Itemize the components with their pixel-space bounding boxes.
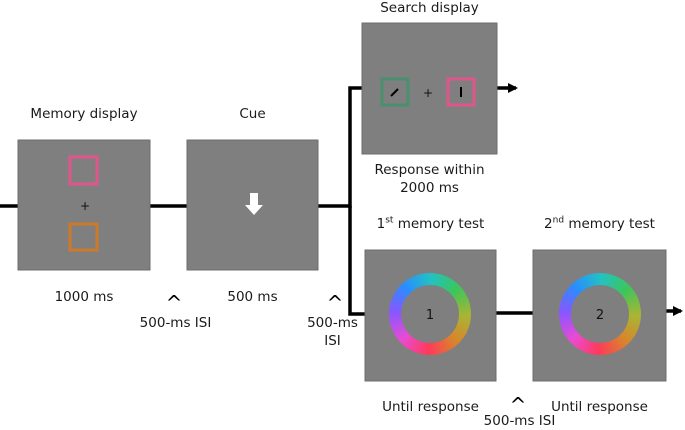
cue-title: Cue <box>239 106 266 122</box>
timeline-branch-lower <box>348 206 365 316</box>
down-arrow-icon <box>245 193 263 215</box>
isi-label-1: 500-ms ISI <box>139 315 212 331</box>
memory-test-2-title: 2nd memory test <box>544 215 655 232</box>
memory-fixation-cross: + <box>80 199 90 213</box>
cue-panel <box>186 139 319 271</box>
isi-label-2-line1: 500-ms <box>307 315 358 331</box>
memory-display-title: Memory display <box>30 106 138 122</box>
isi-marker-2: ^ <box>327 291 344 315</box>
search-display-title: Search display <box>380 0 479 16</box>
search-right-square <box>446 77 476 107</box>
memory-bottom-square <box>68 222 99 252</box>
memory-test-1-panel: 1 <box>364 249 497 382</box>
search-response-line1: Response within <box>374 162 485 178</box>
isi-label-2-line2: ISI <box>324 333 341 349</box>
search-tilted-line <box>390 88 399 97</box>
memory-display-duration: 1000 ms <box>54 289 114 305</box>
memory-test-2-number: 2 <box>596 308 604 323</box>
isi-label-3: 500-ms ISI <box>483 413 556 429</box>
search-left-square <box>380 77 410 107</box>
memory-display-panel: + <box>17 139 151 271</box>
memory-test-1-caption: Until response <box>382 399 479 415</box>
memory-test-2-caption: Until response <box>551 399 648 415</box>
search-fixation-cross: + <box>423 86 433 100</box>
memory-test-2-panel: 2 <box>532 249 667 382</box>
color-wheel-2 <box>559 273 641 355</box>
isi-marker-1: ^ <box>166 291 183 315</box>
isi-marker-3: ^ <box>510 393 527 417</box>
search-display-panel: + <box>361 22 498 155</box>
search-response-line2: 2000 ms <box>400 180 459 196</box>
timeline-branch <box>318 86 362 208</box>
color-wheel-1 <box>389 273 471 355</box>
memory-test-1-title: 1st memory test <box>376 215 485 232</box>
memory-top-square <box>68 155 99 186</box>
timeline-lines <box>0 86 533 316</box>
cue-duration: 500 ms <box>227 289 278 305</box>
memory-test-1-number: 1 <box>426 308 434 323</box>
